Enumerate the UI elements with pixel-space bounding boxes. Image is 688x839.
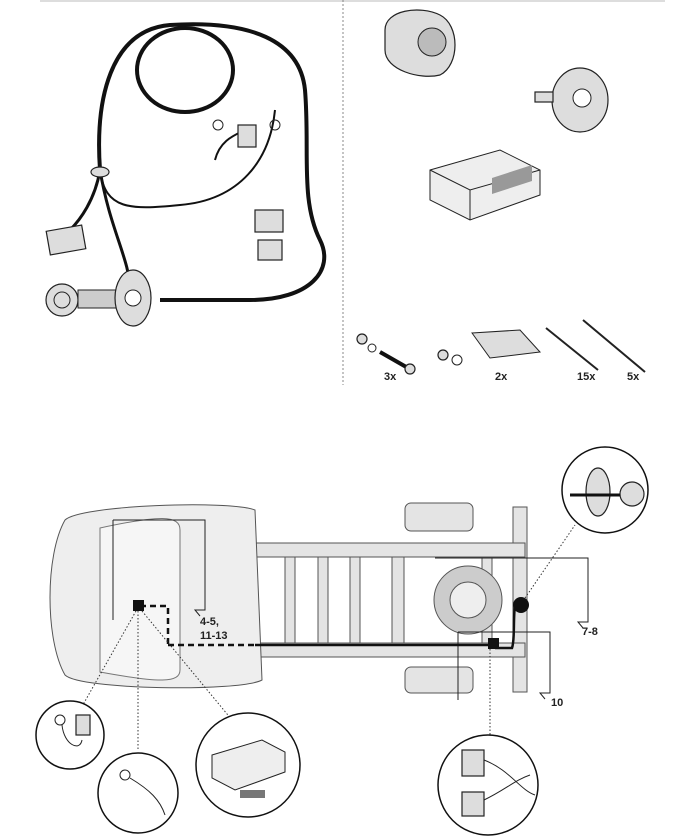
parts-illustration [356, 9, 646, 375]
wiring-harness-illustration [45, 22, 327, 327]
detail-ground-relay [35, 700, 105, 770]
control-module-icon [429, 149, 541, 221]
callout-module-steps-2: 11-13 [200, 630, 228, 642]
connector-position-marker [488, 638, 499, 649]
cable-tie-long-icon [582, 319, 646, 373]
detail-control-module [195, 712, 301, 818]
qty-cable-tie-short: 15x [577, 371, 596, 383]
detail-connector [437, 734, 539, 836]
vehicle-connector-icon [45, 224, 87, 256]
vehicle-top-view [49, 502, 528, 694]
plug-connector-icon [254, 209, 284, 233]
module-position-marker [133, 600, 144, 611]
detail-socket [561, 446, 649, 534]
qty-adhesive-pad: 2x [495, 371, 508, 383]
callout-module-steps-1: 4-5, [200, 616, 219, 628]
leader-lines [79, 524, 576, 750]
socket-plug-icon [45, 283, 79, 317]
detail-ground-terminal [97, 752, 179, 834]
callout-socket-steps: 7-8 [582, 626, 598, 638]
dashed-cable [140, 604, 170, 645]
qty-bolt-set: 3x [384, 371, 397, 383]
adhesive-pad-icon [471, 329, 542, 359]
callout-connector-steps: 10 [551, 697, 563, 709]
relay-connector-icon [237, 124, 257, 148]
cable-tie-short-icon [545, 327, 599, 371]
socket-position-marker [513, 597, 529, 613]
qty-cable-tie-long: 5x [627, 371, 640, 383]
